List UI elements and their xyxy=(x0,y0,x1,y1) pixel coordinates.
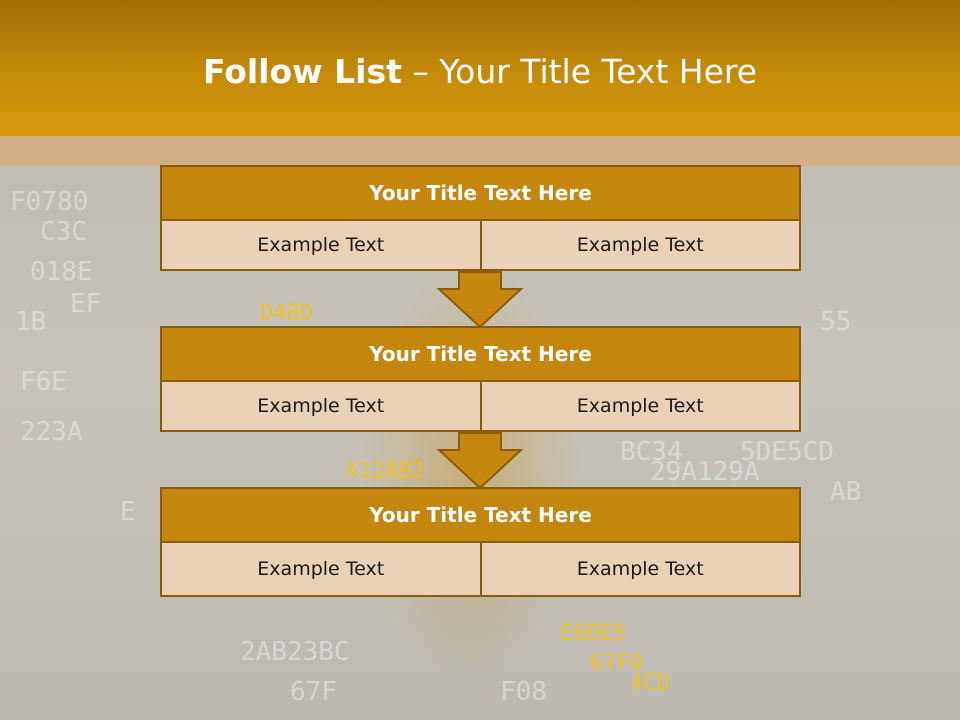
bg-code: 67F0 xyxy=(590,651,643,676)
step-cell-left: Example Text xyxy=(162,221,480,269)
bg-code: 4CD xyxy=(630,671,670,696)
step-row: Example Text Example Text xyxy=(160,382,801,432)
bg-code: BC34 xyxy=(620,437,683,467)
step-cell-left: Example Text xyxy=(162,543,480,595)
step-row: Example Text Example Text xyxy=(160,543,801,597)
bg-code: D4BD xyxy=(260,301,313,326)
step-row: Example Text Example Text xyxy=(160,221,801,271)
step-title: Your Title Text Here xyxy=(160,165,801,221)
bg-code: F08 xyxy=(500,677,547,707)
step-block-3: Your Title Text Here Example Text Exampl… xyxy=(160,487,801,597)
step-block-1: Your Title Text Here Example Text Exampl… xyxy=(160,165,801,271)
bg-code: C3C xyxy=(40,217,87,247)
step-cell-left: Example Text xyxy=(162,382,480,430)
bg-code: F6E xyxy=(20,367,67,397)
bg-code: E xyxy=(120,497,136,527)
bg-code: 29A129A xyxy=(650,457,760,487)
bg-code: E6DE5 xyxy=(560,621,626,646)
slide-title-rest: – Your Title Text Here xyxy=(401,52,758,91)
slide-title-bold: Follow List xyxy=(202,52,402,91)
step-cell-right: Example Text xyxy=(479,543,799,595)
bg-code: 55 xyxy=(820,307,851,337)
step-cell-right: Example Text xyxy=(479,382,799,430)
bg-code: F0780 xyxy=(10,187,88,217)
step-cell-right: Example Text xyxy=(479,221,799,269)
slide-title: Follow List – Your Title Text Here xyxy=(0,52,960,91)
bg-code: 67F xyxy=(290,677,337,707)
step-title: Your Title Text Here xyxy=(160,487,801,543)
bg-code: AB xyxy=(830,477,861,507)
bg-code: 2AB23BC xyxy=(240,637,350,667)
header-band xyxy=(0,0,960,136)
down-arrow-icon xyxy=(437,271,523,329)
step-block-2: Your Title Text Here Example Text Exampl… xyxy=(160,326,801,432)
bg-code: 5DE5CD xyxy=(740,437,834,467)
down-arrow-icon xyxy=(437,432,523,490)
bg-code: A12AB2 xyxy=(345,459,424,484)
bg-code: EF xyxy=(70,289,101,319)
step-title: Your Title Text Here xyxy=(160,326,801,382)
bg-code: 018E xyxy=(30,257,93,287)
bg-code: 223A xyxy=(20,417,83,447)
header-strip xyxy=(0,136,960,166)
bg-code: 1B xyxy=(15,307,46,337)
